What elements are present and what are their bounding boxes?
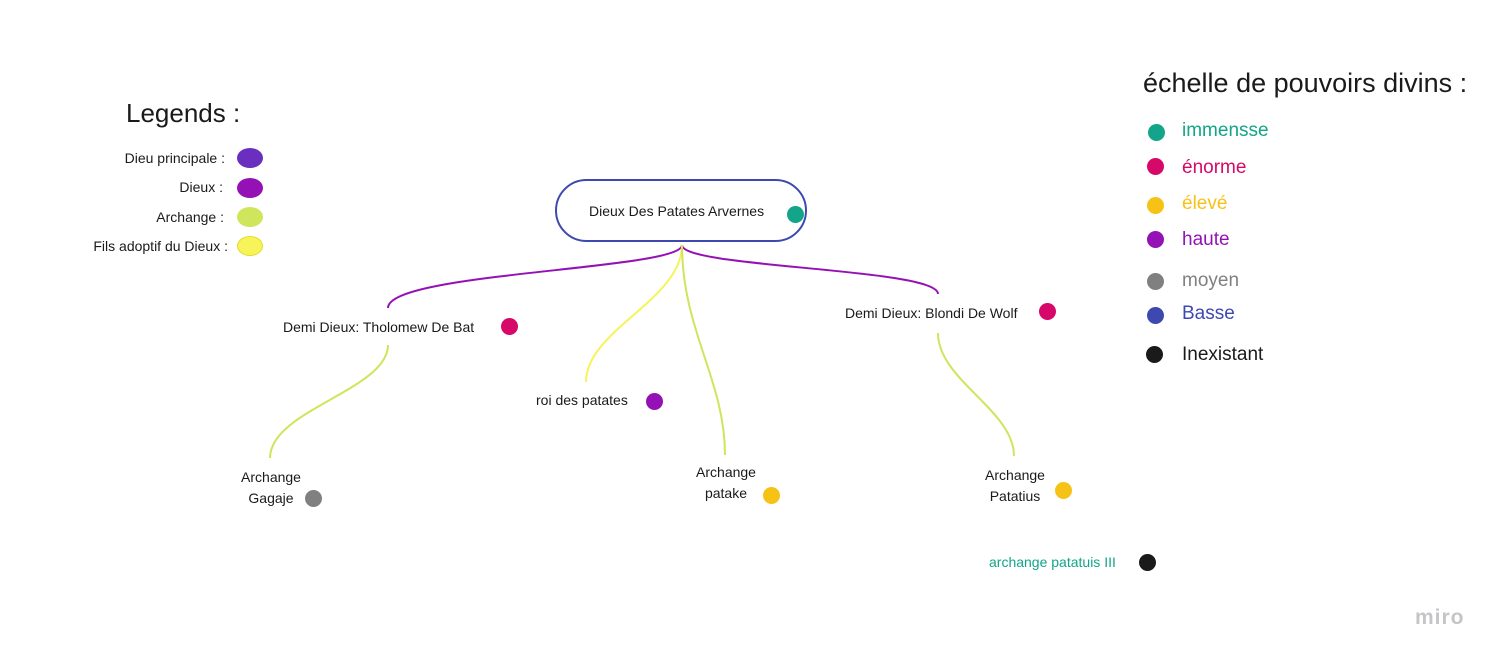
legend-label-archange: Archange : bbox=[156, 209, 224, 225]
node-patatius-power-dot bbox=[1055, 482, 1072, 499]
connector-root-demi1 bbox=[387, 244, 683, 309]
node-patatuis3-label[interactable]: archange patatuis III bbox=[989, 554, 1116, 570]
scale-label-immensse: immensse bbox=[1182, 120, 1269, 141]
node-patatuis3-power-dot bbox=[1139, 554, 1156, 571]
legend-swatch-dieux bbox=[237, 178, 263, 198]
legend-title: Legends : bbox=[126, 98, 241, 128]
legend-label-dieu-principale: Dieu principale : bbox=[124, 150, 225, 166]
miro-logo: miro bbox=[1415, 606, 1465, 629]
connector-demi1-gagaje bbox=[269, 344, 389, 459]
node-demi1-power-dot bbox=[501, 318, 518, 335]
legend-swatch-archange bbox=[237, 207, 263, 227]
scale-dot-basse bbox=[1147, 307, 1164, 324]
node-patatius-line1: Archange bbox=[985, 467, 1045, 483]
scale-dot-enorme bbox=[1147, 158, 1164, 175]
node-patatius-line2: Patatius bbox=[989, 488, 1041, 504]
connector-root-roi bbox=[585, 244, 683, 383]
node-gagaje-line1: Archange bbox=[241, 469, 301, 485]
node-patake-power-dot bbox=[763, 487, 780, 504]
node-patake-line2: patake bbox=[704, 485, 748, 501]
node-demi1-label[interactable]: Demi Dieux: Tholomew De Bat bbox=[283, 319, 475, 335]
legend-label-fils-adoptif: Fils adoptif du Dieux : bbox=[93, 238, 228, 254]
connector-root-patake bbox=[681, 244, 726, 456]
node-roi-power-dot bbox=[646, 393, 663, 410]
scale-label-haute: haute bbox=[1182, 229, 1230, 250]
root-node-dieux-des-patates[interactable]: Dieux Des Patates Arvernes bbox=[555, 179, 807, 242]
legend-swatch-dieu-principale bbox=[237, 148, 263, 168]
node-gagaje-power-dot bbox=[305, 490, 322, 507]
scale-dot-eleve bbox=[1147, 197, 1164, 214]
node-patatius-label[interactable]: Archange Patatius bbox=[975, 465, 1055, 507]
node-patake-line1: Archange bbox=[696, 464, 756, 480]
scale-label-inexistant: Inexistant bbox=[1182, 344, 1264, 365]
scale-label-basse: Basse bbox=[1182, 303, 1235, 324]
node-gagaje-label[interactable]: Archange Gagaje bbox=[231, 467, 311, 509]
legend-label-dieux: Dieux : bbox=[179, 179, 223, 195]
node-gagaje-line2: Gagaje bbox=[248, 490, 294, 506]
connector-root-demi2 bbox=[681, 244, 939, 295]
scale-label-eleve: élevé bbox=[1182, 193, 1228, 214]
node-demi2-power-dot bbox=[1039, 303, 1056, 320]
node-roi-label[interactable]: roi des patates bbox=[536, 392, 628, 408]
node-demi2-label[interactable]: Demi Dieux: Blondi De Wolf bbox=[845, 305, 1018, 321]
scale-dot-immensse bbox=[1148, 124, 1165, 141]
scale-dot-inexistant bbox=[1146, 346, 1163, 363]
scale-title: échelle de pouvoirs divins : bbox=[1143, 68, 1468, 98]
scale-label-moyen: moyen bbox=[1182, 270, 1240, 291]
legend-swatch-fils-adoptif bbox=[237, 236, 263, 256]
scale-dot-haute bbox=[1147, 231, 1164, 248]
root-node-label: Dieux Des Patates Arvernes bbox=[589, 203, 765, 219]
scale-label-enorme: énorme bbox=[1182, 157, 1247, 178]
scale-dot-moyen bbox=[1147, 273, 1164, 290]
connector-demi2-patatius bbox=[937, 332, 1015, 457]
root-power-dot bbox=[787, 206, 804, 223]
node-patake-label[interactable]: Archange patake bbox=[686, 462, 766, 504]
